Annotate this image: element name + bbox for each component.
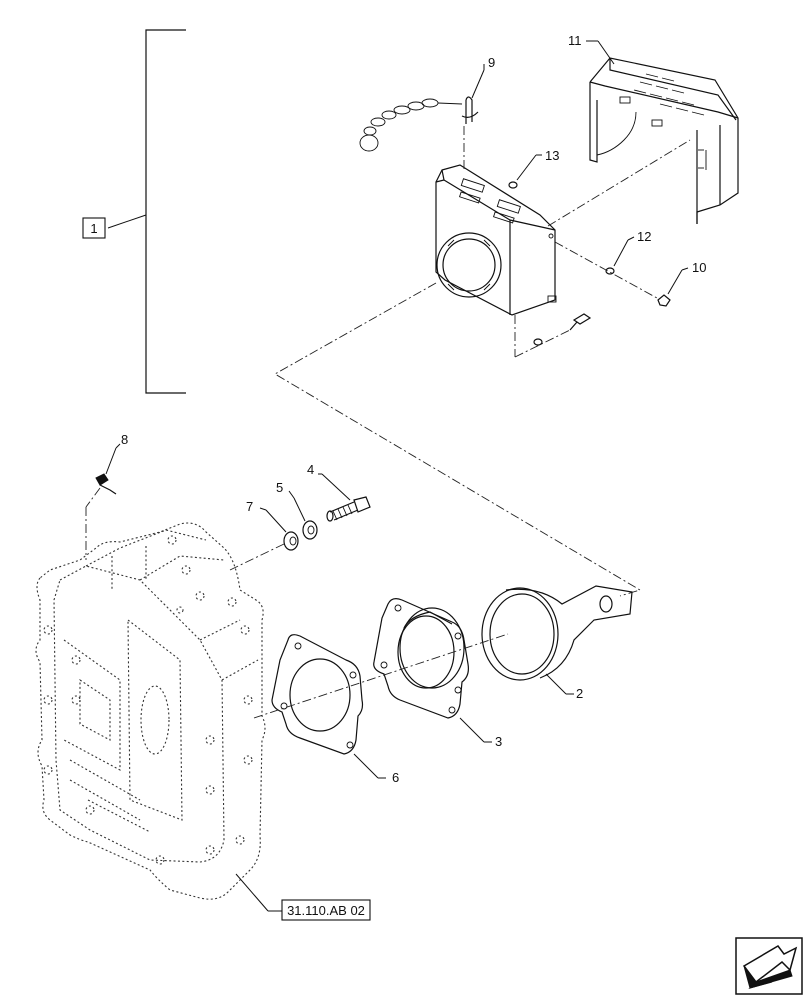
washer-part-13 <box>508 181 518 189</box>
leader-6 <box>353 753 379 779</box>
bolt-part-4 <box>326 496 371 522</box>
arrow-down-left-icon[interactable] <box>735 937 803 995</box>
guard-housing <box>435 164 557 316</box>
bolt-centre-line <box>229 543 285 571</box>
leader-8b <box>115 443 121 449</box>
leader-12 <box>613 239 629 267</box>
callout-5[interactable]: 5 <box>276 480 283 495</box>
callout-11[interactable]: 11 <box>568 33 582 48</box>
leader-10b <box>681 267 689 271</box>
leader-5b <box>288 490 295 499</box>
callout-7[interactable]: 7 <box>246 499 253 514</box>
callout-9[interactable]: 9 <box>488 55 495 70</box>
gasket-part-6 <box>271 634 364 755</box>
washer-part-7 <box>283 531 299 551</box>
leader-4 <box>321 473 351 501</box>
housing-centre-lines <box>463 126 691 358</box>
leader-11b <box>597 40 615 65</box>
callout-1-text: 1 <box>90 221 97 236</box>
reference-label-box[interactable]: 31.110.AB 02 <box>281 899 371 921</box>
leader-5 <box>293 497 306 522</box>
leader-3 <box>459 717 485 743</box>
leader-7b <box>259 507 267 511</box>
callout-8[interactable]: 8 <box>121 432 128 447</box>
shaft-centre-line <box>253 633 509 719</box>
leader-10 <box>667 269 683 295</box>
leader-reference <box>235 873 269 912</box>
cover-part-11 <box>589 57 739 224</box>
assembly-bracket <box>107 29 186 394</box>
reference-label-text: 31.110.AB 02 <box>287 903 365 918</box>
housing-bolt <box>533 313 592 346</box>
assembly-connector-line <box>274 282 642 597</box>
shield-cone-part-2 <box>481 585 633 681</box>
clip-part-8 <box>95 473 117 495</box>
clip-centre-line <box>85 487 101 508</box>
callout-2[interactable]: 2 <box>576 686 583 701</box>
leader-8 <box>105 447 117 475</box>
callout-4[interactable]: 4 <box>307 462 314 477</box>
callout-13[interactable]: 13 <box>545 148 559 163</box>
washer-part-5 <box>302 520 318 540</box>
callout-10[interactable]: 10 <box>692 260 706 275</box>
pin-with-chain-part-9 <box>359 96 479 152</box>
leader-7 <box>265 509 287 533</box>
callout-1-box[interactable]: 1 <box>82 217 106 239</box>
leader-12b <box>627 236 635 241</box>
washer-part-12 <box>605 267 615 275</box>
bolt-part-10 <box>657 294 671 307</box>
leader-9 <box>471 69 485 99</box>
leader-2 <box>545 673 567 695</box>
transmission-case-outline <box>35 522 266 900</box>
callout-3[interactable]: 3 <box>495 734 502 749</box>
callout-12[interactable]: 12 <box>637 229 651 244</box>
bearing-plate-part-3 <box>373 598 469 719</box>
leader-13 <box>516 154 537 181</box>
callout-6[interactable]: 6 <box>392 770 399 785</box>
